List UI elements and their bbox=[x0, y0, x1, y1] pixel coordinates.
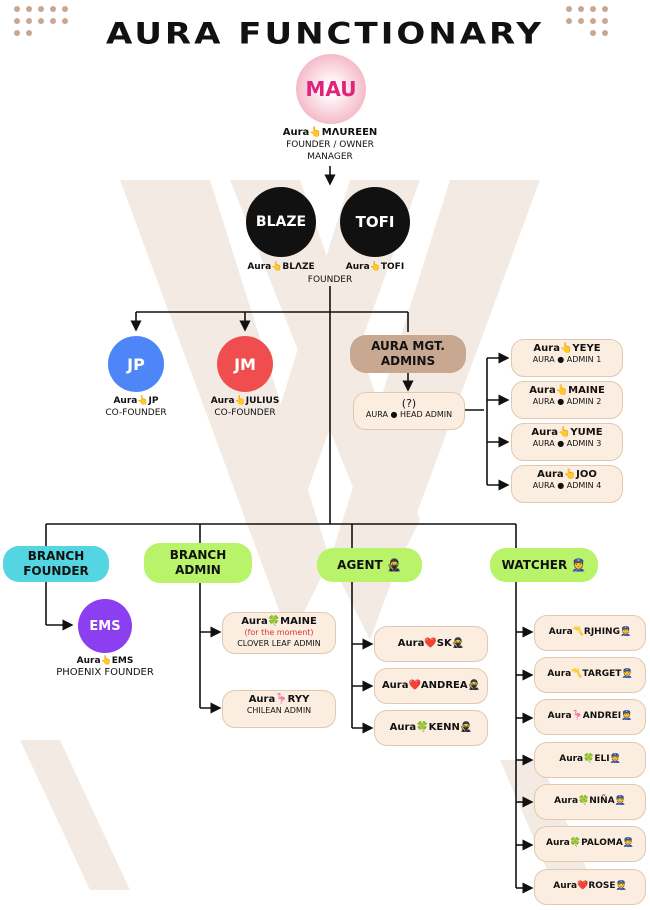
admin-pill-2: Aura👆MAINE AURA ● ADMIN 2 bbox=[511, 381, 623, 419]
agent-name-3: Aura🍀KENN🥷 bbox=[389, 722, 473, 733]
admins-header: AURA MGT. ADMINS bbox=[350, 335, 466, 373]
admin-role-2: AURA ● ADMIN 2 bbox=[532, 397, 602, 406]
founder-role: FOUNDER bbox=[307, 275, 353, 285]
tofi-logo-text: TOFI bbox=[355, 213, 395, 231]
julius-name: Aura👆JULIUS bbox=[210, 396, 280, 406]
owner-role-2: MANAGER bbox=[307, 152, 353, 162]
admin-name-2: Aura👆MAINE bbox=[529, 385, 605, 396]
admin-role-1: AURA ● ADMIN 1 bbox=[532, 355, 602, 364]
watcher-pill-6: Aura🍀PALOMA👮 bbox=[534, 826, 646, 862]
corner-dots-right bbox=[566, 6, 626, 36]
agent-name-2: Aura❤️ANDREA🥷 bbox=[381, 680, 481, 691]
admin-name-1: Aura👆YEYE bbox=[533, 343, 601, 354]
admin-name-4: Aura👆JOO bbox=[537, 469, 597, 480]
ems-logo: EMS bbox=[78, 599, 132, 653]
watcher-name-7: Aura❤️ROSE👮 bbox=[553, 881, 627, 891]
watcher-pill-5: Aura🍀NIÑA👮 bbox=[534, 784, 646, 820]
watcher-name-2: Aura〽️TARGET👮 bbox=[547, 669, 633, 679]
branch-founder-header: BRANCH FOUNDER bbox=[3, 546, 109, 582]
watcher-name-6: Aura🍀PALOMA👮 bbox=[545, 838, 635, 848]
head-admin-name: (?) bbox=[401, 397, 417, 410]
agent-name-1: Aura❤️SK🥷 bbox=[397, 638, 465, 649]
blaze-name: Aura👆BLΛZE bbox=[247, 262, 315, 272]
owner-role: FOUNDER / OWNER bbox=[286, 140, 374, 150]
jp-logo-text: JP bbox=[127, 354, 145, 374]
watcher-name-1: Aura〽️RJHING👮 bbox=[548, 627, 632, 637]
admin-role-4: AURA ● ADMIN 4 bbox=[532, 481, 602, 490]
jp-name: Aura👆JP bbox=[113, 396, 159, 406]
blaze-logo: BLAZE bbox=[246, 187, 316, 257]
watcher-pill-3: Aura🦩ANDREI👮 bbox=[534, 699, 646, 735]
head-admin-role: AURA ● HEAD ADMIN bbox=[365, 410, 453, 419]
tofi-caption: Aura👆TOFI bbox=[320, 261, 430, 273]
agent-pill-3: Aura🍀KENN🥷 bbox=[374, 710, 488, 746]
ems-role: PHOENIX FOUNDER bbox=[56, 667, 154, 678]
julius-role: CO-FOUNDER bbox=[214, 408, 276, 418]
jp-logo: JP bbox=[108, 336, 164, 392]
page-title: AURA FUNCTIONARY bbox=[106, 17, 544, 51]
watcher-name-3: Aura🦩ANDREI👮 bbox=[547, 711, 633, 721]
tofi-name: Aura👆TOFI bbox=[345, 262, 405, 272]
branch-admin-note-1: (for the moment) bbox=[244, 628, 314, 637]
admin-pill-1: Aura👆YEYE AURA ● ADMIN 1 bbox=[511, 339, 623, 377]
watcher-header: WATCHER 👮 bbox=[490, 548, 598, 582]
owner-logo: MAU bbox=[296, 54, 366, 124]
branch-admin-header: BRANCH ADMIN bbox=[144, 543, 252, 583]
blaze-logo-text: BLAZE bbox=[255, 214, 307, 230]
branch-admin-name-2: Aura🦩RYY bbox=[248, 694, 310, 705]
tofi-logo: TOFI bbox=[340, 187, 410, 257]
admin-name-3: Aura👆YUME bbox=[531, 427, 603, 438]
watcher-name-5: Aura🍀NIÑA👮 bbox=[554, 796, 626, 806]
blaze-caption: Aura👆BLΛZE bbox=[226, 261, 336, 273]
watcher-pill-7: Aura❤️ROSE👮 bbox=[534, 869, 646, 905]
corner-dots-left bbox=[14, 6, 74, 36]
julius-caption: Aura👆JULIUS CO-FOUNDER bbox=[195, 395, 295, 419]
agent-pill-1: Aura❤️SK🥷 bbox=[374, 626, 488, 662]
admin-pill-4: Aura👆JOO AURA ● ADMIN 4 bbox=[511, 465, 623, 503]
ems-logo-text: EMS bbox=[89, 618, 121, 634]
branch-admin-pill-1: Aura🍀MAINE (for the moment) CLOVER LEAF … bbox=[222, 612, 336, 654]
owner-caption: Aura👆MΛUREEN FOUNDER / OWNER MANAGER bbox=[230, 127, 430, 163]
branch-admin-role-1: CLOVER LEAF ADMIN bbox=[237, 639, 321, 648]
owner-logo-text: MAU bbox=[305, 77, 357, 101]
agent-header: AGENT 🥷 bbox=[317, 548, 422, 582]
jp-role: CO-FOUNDER bbox=[105, 408, 167, 418]
branch-admin-role-2: CHILEAN ADMIN bbox=[246, 706, 312, 715]
jp-caption: Aura👆JP CO-FOUNDER bbox=[86, 395, 186, 419]
watcher-pill-1: Aura〽️RJHING👮 bbox=[534, 615, 646, 651]
head-admin-pill: (?) AURA ● HEAD ADMIN bbox=[353, 392, 465, 430]
admin-role-3: AURA ● ADMIN 3 bbox=[532, 439, 602, 448]
owner-name: Aura👆MΛUREEN bbox=[282, 127, 378, 138]
branch-admin-pill-2: Aura🦩RYY CHILEAN ADMIN bbox=[222, 690, 336, 728]
julius-logo: JM bbox=[217, 336, 273, 392]
ems-caption: Aura👆EMS PHOENIX FOUNDER bbox=[40, 655, 170, 679]
julius-logo-text: JM bbox=[234, 354, 256, 374]
watcher-name-4: Aura🍀ELI👮 bbox=[559, 754, 621, 764]
branch-admin-name-1: Aura🍀MAINE bbox=[241, 616, 317, 627]
ems-name: Aura👆EMS bbox=[76, 656, 134, 666]
watcher-pill-2: Aura〽️TARGET👮 bbox=[534, 657, 646, 693]
admin-pill-3: Aura👆YUME AURA ● ADMIN 3 bbox=[511, 423, 623, 461]
watcher-pill-4: Aura🍀ELI👮 bbox=[534, 742, 646, 778]
agent-pill-2: Aura❤️ANDREA🥷 bbox=[374, 668, 488, 704]
